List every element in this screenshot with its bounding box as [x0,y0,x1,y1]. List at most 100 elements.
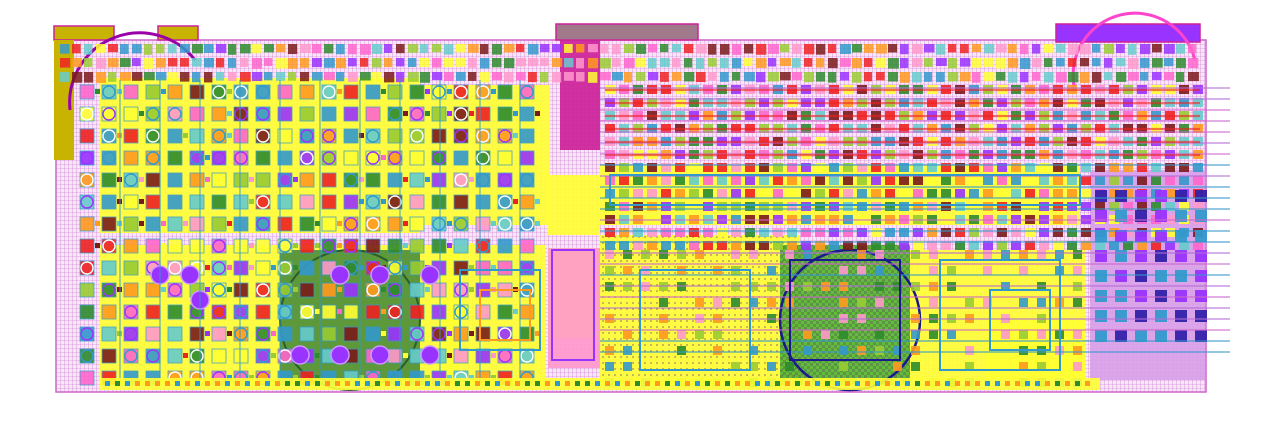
array-cell [1165,202,1175,211]
macro-cell [343,326,359,342]
array-cell [605,241,615,250]
macro-cell [233,172,249,188]
macro-cell [145,216,161,232]
via-ring [454,173,468,187]
contact [337,221,342,226]
rail-contact [165,381,170,386]
std-cell [1080,72,1090,83]
array-cell [731,163,741,172]
rail-contact [375,381,380,386]
rail-contact [515,381,520,386]
array-cell [1137,202,1147,211]
array-cell [1095,290,1107,302]
std-cell [624,58,635,69]
via-ring [410,107,424,121]
rail-contact [565,381,570,386]
rail-contact [685,381,690,386]
rail-contact [345,381,350,386]
std-cell [744,44,754,54]
rail-contact [585,381,590,386]
array-cell [803,346,812,355]
via-ring [432,327,446,341]
array-cell [703,202,713,211]
macro-cell [101,260,117,276]
std-cell [1068,72,1079,83]
outline-box [789,259,901,361]
array-cell [955,176,965,185]
rail-contact [335,381,340,386]
rail-contact [725,381,730,386]
rail-contact [855,381,860,386]
std-cell [900,44,909,55]
contact [513,309,518,314]
contact [205,287,210,292]
via-ring [388,107,402,121]
layout-overlay [100,174,1100,390]
std-cell [624,72,633,83]
array-cell [857,202,867,211]
std-cell [84,72,94,83]
array-cell [899,176,909,185]
macro-cell [255,238,271,254]
array-cell [1155,210,1167,222]
array-cell [675,228,685,237]
array-cell [659,330,668,339]
macro-cell [497,128,513,144]
array-cell [623,346,632,355]
std-cell [948,72,959,82]
macro-cell [167,326,183,342]
macro-cell [123,106,139,122]
array-cell [1115,190,1127,202]
rail-contact [965,381,970,386]
macro-cell [233,106,249,122]
rail-contact [185,381,190,386]
via-ring [366,151,380,165]
std-cell [576,44,585,53]
array-cell [1193,163,1203,172]
array-cell [1165,189,1175,198]
array-cell [623,362,632,371]
std-cell [360,58,369,67]
array-cell [929,298,938,307]
std-cell [504,58,515,69]
via-ring [256,217,270,231]
array-cell [689,176,699,185]
array-cell [857,163,867,172]
std-cell [204,58,214,68]
std-cell [1116,72,1127,82]
rail-contact [805,381,810,386]
std-cell [300,58,309,68]
macro-cell [79,348,95,364]
macro-cell [387,194,403,210]
array-cell [1137,176,1147,185]
array-cell [623,330,632,339]
array-cell [839,266,848,275]
std-cell [660,44,669,53]
contact [359,375,364,380]
rail-contact [955,381,960,386]
macro-cell [431,326,447,342]
std-cell [444,44,454,55]
contact [381,309,386,314]
array-cell [899,202,909,211]
array-cell [929,330,938,339]
contact [447,221,452,226]
std-cell [1044,58,1053,68]
std-cell [768,72,779,82]
contact [425,177,430,182]
std-cell [660,72,669,82]
array-cell [911,250,920,259]
array-cell [941,189,951,198]
array-cell [633,228,643,237]
contact [315,353,320,358]
array-cell [1025,202,1035,211]
macro-cell [101,106,117,122]
macro-cell [255,128,271,144]
array-cell [983,266,992,275]
std-cell [1032,72,1041,81]
array-cell [1011,189,1021,198]
std-cell [540,72,549,83]
array-cell [633,189,643,198]
